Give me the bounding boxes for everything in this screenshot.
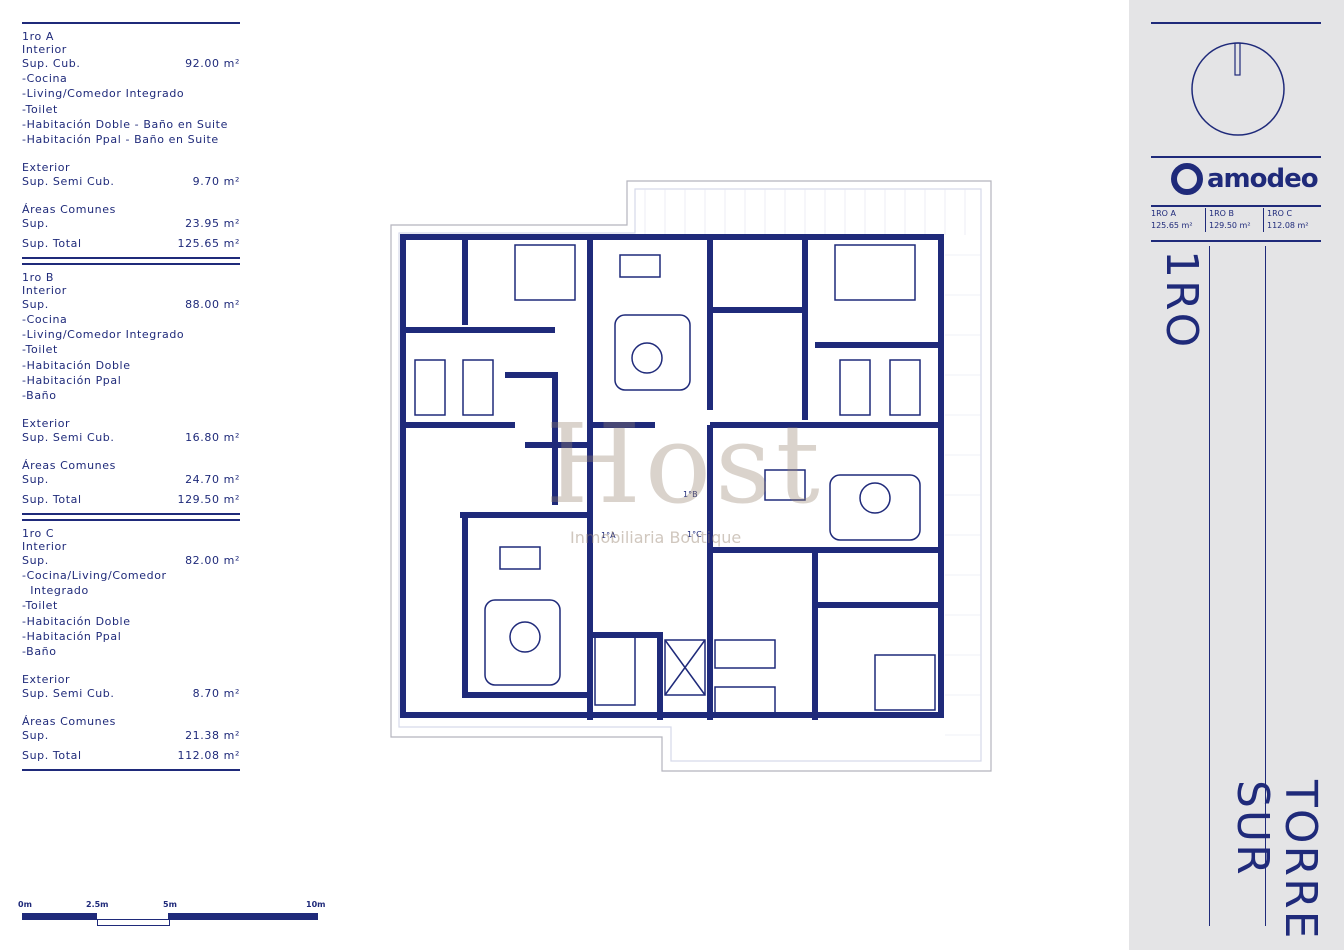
unit-label-c: 1°C — [687, 530, 702, 539]
feature-item: -Toilet — [22, 343, 58, 357]
interior-area: 82.00 m² — [185, 553, 240, 567]
common-area: 24.70 m² — [185, 473, 240, 487]
unit-name: 1ro A — [22, 30, 55, 43]
brand-logo: amodeo — [1171, 163, 1319, 195]
exterior-area: 8.70 m² — [192, 687, 240, 701]
feature-item: -Habitación Doble - Baño en Suite — [22, 117, 228, 131]
floor-title: 1RO — [1156, 250, 1207, 350]
feature-item: -Habitación Doble — [22, 358, 131, 372]
feature-item: -Cocina — [22, 72, 68, 86]
feature-item: -Toilet — [22, 102, 58, 116]
watermark-sub: Inmobiliaria Boutique — [570, 528, 742, 547]
unit-name: 1ro B — [22, 270, 55, 284]
total-area: 129.50 m² — [177, 492, 240, 506]
north-arrow-icon — [1191, 42, 1285, 136]
unit-label-a: 1°A — [601, 531, 616, 540]
interior-heading: Interior — [22, 283, 67, 297]
feature-item: -Habitación Ppal — [22, 373, 122, 387]
feature-item: -Toilet — [22, 599, 58, 613]
unit-name: 1ro C — [22, 526, 55, 540]
unit-label-b: 1°B — [683, 490, 698, 499]
scale-label: 0m — [18, 900, 32, 909]
interior-heading: Interior — [22, 539, 67, 553]
interior-area: 88.00 m² — [185, 297, 240, 311]
scale-label: 5m — [163, 900, 177, 909]
exterior-area: 9.70 m² — [192, 175, 240, 189]
watermark: Host — [545, 400, 824, 528]
feature-item: -Living/Comedor Integrado — [22, 87, 185, 101]
feature-item: -Baño — [22, 389, 57, 403]
feature-item: -Living/Comedor Integrado — [22, 328, 185, 342]
brand-name: amodeo — [1207, 164, 1319, 194]
common-area: 21.38 m² — [185, 729, 240, 743]
feature-item: Integrado — [22, 584, 89, 598]
exterior-area: 16.80 m² — [185, 431, 240, 445]
total-area: 112.08 m² — [177, 748, 240, 762]
feature-item: -Habitación Ppal - Baño en Suite — [22, 133, 219, 147]
total-area: 125.65 m² — [177, 236, 240, 250]
feature-item: -Habitación Doble — [22, 614, 131, 628]
scale-label: 10m — [306, 900, 326, 909]
interior-heading: Interior — [22, 43, 67, 56]
floor-plan: 1°A 1°B 1°C — [390, 180, 992, 772]
interior-area: 92.00 m² — [185, 57, 240, 70]
scale-label: 2.5m — [86, 900, 109, 909]
common-area: 23.95 m² — [185, 217, 240, 231]
scale-bar: 0m 2.5m 5m 10m — [18, 900, 328, 930]
feature-item: -Cocina/Living/Comedor — [22, 569, 167, 583]
feature-item: -Habitación Ppal — [22, 629, 122, 643]
feature-item: -Baño — [22, 645, 57, 659]
feature-item: -Cocina — [22, 313, 68, 327]
